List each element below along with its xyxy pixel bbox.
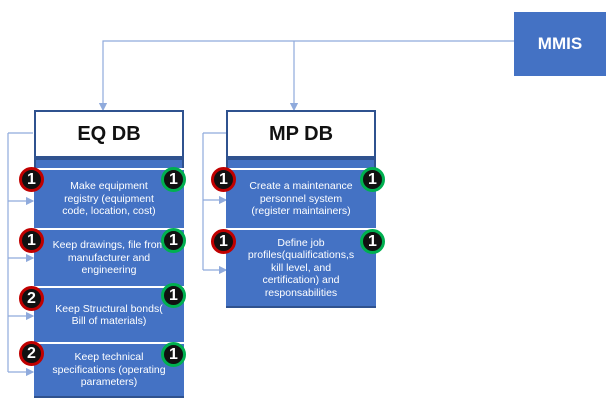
- eq-db-item-3: Keep Structural bonds( Bill of materials…: [34, 286, 184, 342]
- mmis-label: MMIS: [537, 34, 583, 53]
- status-badge: 1: [161, 228, 186, 253]
- eq-db-item-1: Make equipment registry (equipment code,…: [34, 168, 184, 228]
- priority-badge: 2: [19, 341, 44, 366]
- priority-badge: 1: [211, 167, 236, 192]
- mp-db-title: MP DB: [268, 122, 334, 145]
- eq-db-title: EQ DB: [77, 122, 141, 145]
- mmis-connector: [98, 40, 514, 112]
- priority-badge: 1: [19, 167, 44, 192]
- priority-badge: 1: [211, 229, 236, 254]
- status-badge: 1: [161, 167, 186, 192]
- mp-db-header: MP DB: [226, 110, 376, 158]
- status-badge: 1: [360, 167, 385, 192]
- eq-db-header: EQ DB: [34, 110, 184, 158]
- mp-db-item-1: Create a maintenance personnel system (r…: [226, 168, 376, 228]
- eq-db-item-4: Keep technical specifications (operating…: [34, 342, 184, 398]
- priority-badge: 2: [19, 286, 44, 311]
- mp-db-item-2: Define job profiles(qualifications,s kil…: [226, 228, 376, 308]
- status-badge: 1: [161, 342, 186, 367]
- mmis-box: MMIS: [514, 12, 606, 76]
- priority-badge: 1: [19, 228, 44, 253]
- status-badge: 1: [161, 283, 186, 308]
- status-badge: 1: [360, 229, 385, 254]
- eq-db-item-2: Keep drawings, file from manufacturer an…: [34, 228, 184, 286]
